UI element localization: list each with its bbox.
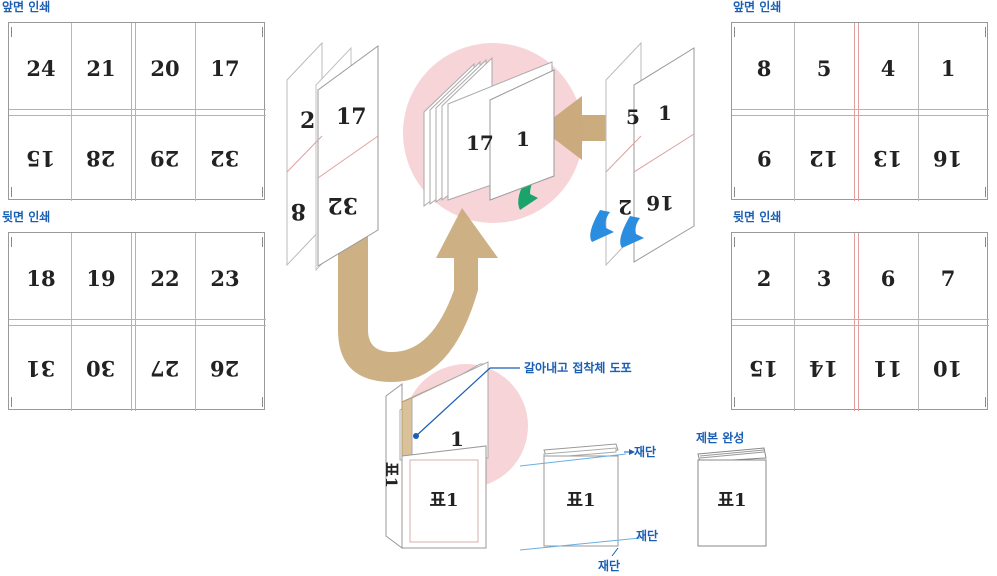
folded-left-bottom-front: 32 — [327, 192, 358, 218]
sheet-crop-mark — [985, 397, 986, 407]
trim-book-cover: 표1 — [566, 490, 595, 511]
sheet-crop-mark — [262, 397, 263, 407]
binding-done-label: 제본 완성 — [696, 431, 744, 445]
label-front-print-right: 앞면 인쇄 — [733, 0, 782, 14]
page-number: 7 — [940, 265, 956, 291]
sheet-horizontal-line — [9, 115, 266, 116]
sheet-cut-line — [858, 233, 859, 411]
sheet-fold-line — [71, 23, 72, 201]
sheet-cut-line — [135, 23, 136, 201]
page-number: 19 — [86, 265, 116, 291]
label-front-print-left: 앞면 인쇄 — [2, 0, 51, 14]
page-number: 3 — [816, 265, 832, 291]
page-number: 21 — [86, 55, 116, 81]
sheet-crop-mark — [985, 27, 986, 37]
glue-note-text: 갈아내고 접착체 도포 — [524, 360, 632, 375]
sheet-crop-mark — [734, 27, 735, 37]
trim-label-spine: 재단 — [598, 558, 620, 573]
page-number: 17 — [210, 55, 240, 81]
book-inner-page: 1 — [450, 427, 464, 451]
finished-book — [697, 447, 767, 547]
sheet-crop-mark — [985, 237, 986, 247]
sheet-horizontal-line — [9, 109, 266, 110]
folded-left-bottom-back: 8 — [291, 198, 306, 224]
sheet-crop-mark — [734, 187, 735, 197]
sheet-cut-line — [854, 233, 855, 411]
trim-label-top: 재단 — [634, 444, 656, 459]
sheet-fold-line — [918, 23, 919, 201]
trim-book — [543, 443, 619, 547]
label-back-print-left: 뒷면 인쇄 — [2, 210, 51, 224]
sheet-fold-line — [195, 233, 196, 411]
sheet-horizontal-line — [9, 319, 266, 320]
sheet-cut-line — [854, 23, 855, 201]
finished-book-cover: 표1 — [717, 490, 746, 511]
folded-right-bottom-back: 2 — [618, 195, 632, 219]
sheet-horizontal-line — [732, 325, 989, 326]
sheet-fold-line — [195, 23, 196, 201]
page-number: 24 — [26, 55, 56, 81]
sheet-crop-mark — [734, 237, 735, 247]
page-number: 20 — [150, 55, 180, 81]
page-number: 1 — [940, 55, 956, 81]
sheet-cut-line — [135, 233, 136, 411]
sheet-horizontal-line — [732, 319, 989, 320]
page-number: 23 — [210, 265, 240, 291]
folded-signature-right — [605, 41, 695, 267]
stack-right-page: 1 — [516, 127, 530, 151]
sheet-horizontal-line — [732, 115, 989, 116]
folded-signature-left — [286, 41, 379, 272]
trim-label-bottom: 재단 — [636, 528, 658, 543]
arrow-curved-tan — [338, 128, 498, 382]
sheet-cut-line — [131, 23, 132, 201]
book-cover-glued: 표1 — [429, 490, 458, 511]
sheet-fold-line — [794, 23, 795, 201]
folded-right-top-front: 1 — [658, 101, 672, 125]
sheet-fold-line — [71, 233, 72, 411]
sheet-fold-line — [918, 233, 919, 411]
sheet-crop-mark — [985, 187, 986, 197]
sheet-horizontal-line — [9, 325, 266, 326]
sheet-crop-mark — [11, 397, 12, 407]
sheet-fold-line — [794, 233, 795, 411]
sheet-crop-mark — [262, 237, 263, 247]
curl-arrow-blue-1 — [590, 210, 614, 242]
sheet-crop-mark — [11, 187, 12, 197]
sheet-cut-line — [858, 23, 859, 201]
sheet-crop-mark — [11, 237, 12, 247]
page-number: 4 — [880, 55, 896, 81]
curl-arrow-blue-2 — [620, 216, 644, 248]
sheet-crop-mark — [262, 187, 263, 197]
stack-left-page: 17 — [466, 131, 494, 155]
page-number: 22 — [150, 265, 180, 291]
page-number: 5 — [816, 55, 832, 81]
folded-left-top-front: 17 — [336, 104, 367, 130]
sheet-crop-mark — [262, 27, 263, 37]
folded-left-top-back: 2 — [300, 108, 315, 134]
sheet-crop-mark — [734, 397, 735, 407]
sheet-horizontal-line — [732, 109, 989, 110]
signature-stack — [423, 56, 555, 208]
sheet-cut-line — [131, 233, 132, 411]
page-number: 2 — [756, 265, 772, 291]
page-number: 18 — [26, 265, 56, 291]
sheet-crop-mark — [11, 27, 12, 37]
label-back-print-right: 뒷면 인쇄 — [733, 210, 782, 224]
page-number: 8 — [756, 55, 772, 81]
book-spine-text: 표1 — [382, 462, 401, 488]
folded-right-bottom-front: 16 — [646, 191, 674, 215]
folded-right-top-back: 5 — [626, 105, 640, 129]
page-number: 6 — [880, 265, 896, 291]
glued-book — [385, 361, 489, 549]
arrow-left-tan — [540, 96, 656, 160]
